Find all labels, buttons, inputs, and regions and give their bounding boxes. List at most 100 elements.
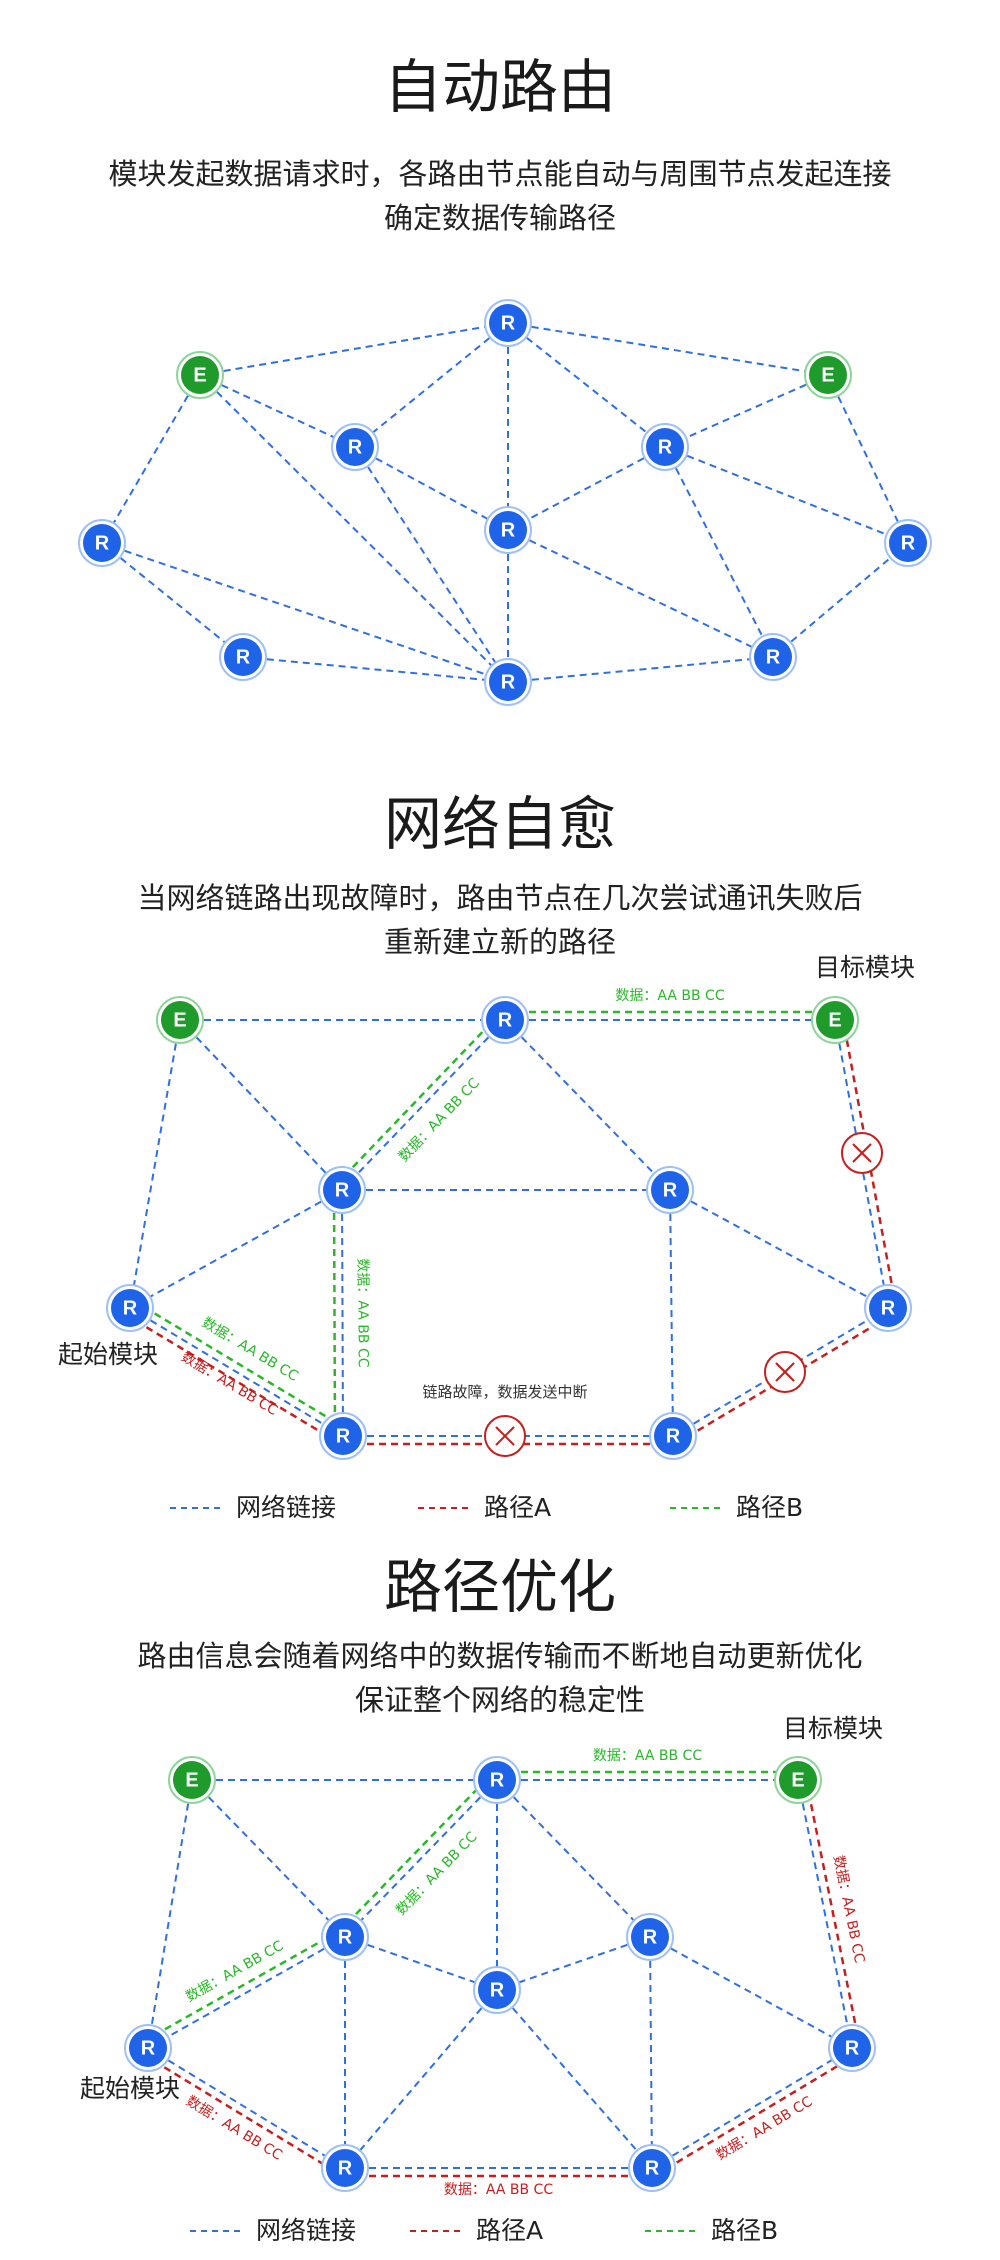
- network-link: [772, 542, 909, 658]
- network-link: [649, 1936, 853, 2049]
- node-body: [181, 356, 219, 394]
- router-node: R: [749, 633, 797, 681]
- network-link: [199, 374, 356, 448]
- network-link: [199, 374, 509, 683]
- node-label: R: [141, 2037, 156, 2059]
- node-body: [129, 2029, 167, 2067]
- network-link: [147, 1936, 346, 2049]
- data-label-path-b: 数据：AA BB CC: [615, 988, 724, 1004]
- data-label-path-a: 数据：AA BB CC: [444, 2182, 553, 2198]
- network-link: [147, 1779, 193, 2049]
- router-node: R: [481, 996, 529, 1044]
- legend-item-path-b: 路径B: [670, 1495, 803, 1520]
- node-body: [83, 524, 121, 562]
- legend-label: 路径A: [484, 1493, 552, 1522]
- node-label: R: [348, 436, 363, 458]
- network-link: [354, 322, 509, 448]
- router-node: R: [78, 519, 126, 567]
- network-link: [101, 542, 509, 683]
- legend-swatch: [190, 2229, 240, 2232]
- node-label: R: [338, 2157, 353, 2179]
- network-link: [179, 1019, 343, 1191]
- node-label: R: [881, 1297, 896, 1319]
- node-body: [779, 1761, 817, 1799]
- data-label-path-b: 数据：AA BB CC: [593, 1748, 702, 1764]
- network-link: [827, 374, 909, 544]
- network-link: [649, 1936, 653, 2169]
- node-label: R: [645, 2157, 660, 2179]
- network-link: [507, 322, 829, 376]
- network-link: [507, 446, 666, 531]
- node-label: R: [498, 1009, 513, 1031]
- node-label: R: [643, 1926, 658, 1948]
- node-label: R: [501, 312, 516, 334]
- fault-note: 链路故障，数据发送中断: [422, 1383, 587, 1401]
- network-link: [496, 1779, 651, 1938]
- network-link: [664, 446, 774, 658]
- legend-label: 网络链接: [256, 2216, 357, 2245]
- node-body: [478, 1971, 516, 2009]
- node-label: R: [766, 646, 781, 668]
- data-label-path-a: 数据：AA BB CC: [713, 2094, 815, 2164]
- network-link: [129, 1307, 344, 1437]
- network-link: [129, 1019, 181, 1309]
- node-label: R: [338, 1926, 353, 1948]
- network-link: [496, 1936, 651, 1991]
- router-node: R: [649, 1412, 697, 1460]
- start-module-label: 起始模块: [58, 1340, 159, 1369]
- start-module-label: 起始模块: [80, 2074, 181, 2103]
- target-module-label: 目标模块: [783, 1714, 884, 1743]
- network-link: [507, 529, 774, 658]
- network-link: [651, 2047, 853, 2169]
- node-body: [654, 1417, 692, 1455]
- end-device-node: E: [176, 351, 224, 399]
- path-a-line: [125, 1313, 340, 1444]
- legend-swatch: [670, 1506, 720, 1509]
- node-label: E: [828, 1009, 841, 1031]
- node-body: [633, 2149, 671, 2187]
- network-link: [669, 1189, 674, 1437]
- node-label: R: [901, 532, 916, 554]
- router-node: R: [484, 299, 532, 347]
- network-link: [341, 1019, 506, 1191]
- section-desc-line1: 当网络链路出现故障时，路由节点在几次尝试通讯失败后: [137, 881, 863, 915]
- network-link: [191, 1779, 346, 1938]
- node-body: [833, 2029, 871, 2067]
- node-label: R: [490, 1979, 505, 2001]
- network-link: [354, 446, 509, 683]
- end-device-node: E: [156, 996, 204, 1044]
- router-node: R: [884, 519, 932, 567]
- data-label-path-b: 数据：AA BB CC: [183, 1938, 286, 2006]
- node-body: [336, 428, 374, 466]
- node-label: R: [658, 436, 673, 458]
- node-body: [323, 1171, 361, 1209]
- fault-x-icon: [495, 1426, 515, 1446]
- node-body: [651, 1171, 689, 1209]
- router-node: R: [626, 1913, 674, 1961]
- network-link: [341, 1189, 344, 1437]
- node-body: [489, 304, 527, 342]
- router-node: R: [321, 1913, 369, 1961]
- section-desc-line2: 重新建立新的路径: [383, 925, 616, 959]
- network-link: [504, 1019, 671, 1191]
- network-link: [496, 1989, 653, 2169]
- network-link: [664, 374, 829, 448]
- network-link: [147, 2047, 346, 2169]
- network-link: [664, 446, 909, 544]
- data-label-path-a: 数据：AA BB CC: [830, 1854, 867, 1964]
- router-node: R: [864, 1284, 912, 1332]
- network-link: [101, 542, 244, 658]
- router-node: R: [124, 2024, 172, 2072]
- node-label: R: [845, 2037, 860, 2059]
- end-device-node: E: [774, 1756, 822, 1804]
- node-body: [326, 2149, 364, 2187]
- router-node: R: [319, 1412, 367, 1460]
- router-node: R: [321, 2144, 369, 2192]
- node-label: R: [123, 1297, 138, 1319]
- legend-item-network-link: 网络链接: [170, 1495, 336, 1520]
- node-body: [324, 1417, 362, 1455]
- legend-label: 路径B: [736, 1493, 804, 1522]
- node-label: R: [236, 646, 251, 668]
- end-device-node: E: [811, 996, 859, 1044]
